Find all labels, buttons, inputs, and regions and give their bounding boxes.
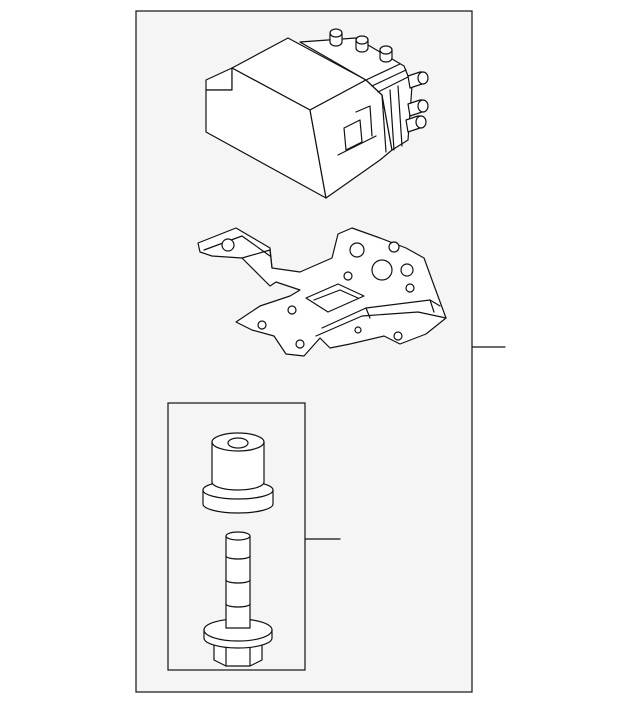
mounting-bracket-icon xyxy=(197,227,447,357)
abs-modulator-unit-icon xyxy=(205,28,429,199)
flange-bolt-icon xyxy=(203,531,273,667)
grommet-icon xyxy=(202,432,274,514)
